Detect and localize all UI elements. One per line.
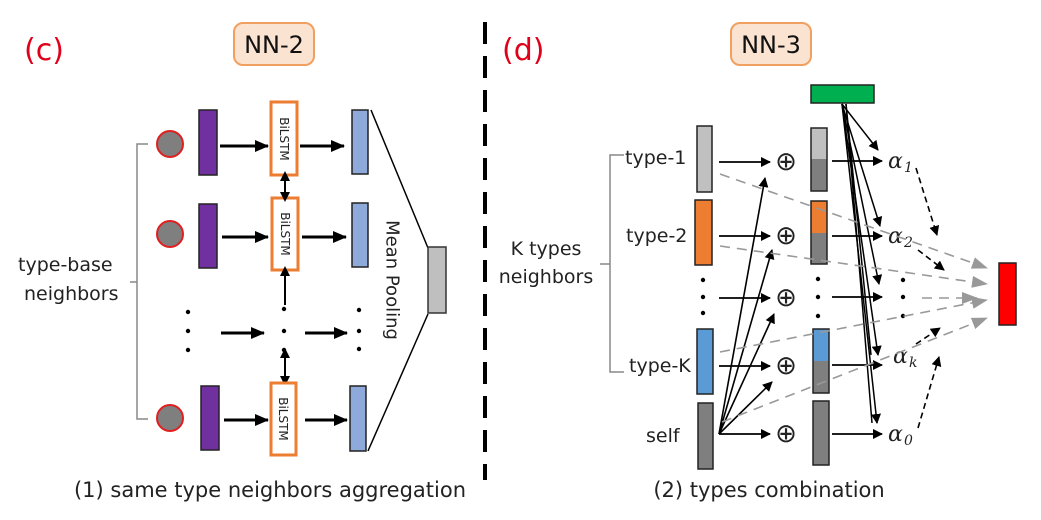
nn2-badge: NN-2 (233, 22, 315, 66)
alpha-symbol: α (888, 422, 903, 447)
type-k-embedding (696, 328, 714, 395)
alpha-subscript: k (909, 355, 917, 371)
input-ellipsis (700, 277, 706, 316)
panel-d-caption: (2) types combination (653, 478, 884, 502)
k-types-label-line2: neighbors (499, 266, 594, 288)
neighbor-row: BiLSTM (156, 100, 369, 177)
mean-pooling-label: Mean Pooling (382, 220, 403, 340)
weighted-sum-lines (719, 173, 988, 423)
neighbor-row: BiLSTM (156, 196, 369, 272)
bilstm-cell: BiLSTM (270, 196, 300, 272)
type-base-label-line2: neighbors (24, 283, 119, 305)
alpha-symbol: α (888, 224, 903, 249)
neighbor-output (351, 109, 369, 175)
pooling-line-bottom (367, 313, 429, 452)
alpha-symbol: α (888, 149, 903, 174)
alpha-ellipsis (900, 277, 906, 319)
bilstm-label: BiLSTM (278, 212, 292, 256)
neighbor-output (349, 385, 367, 452)
concat-ellipsis (815, 276, 821, 319)
query-fanout-arrows (841, 103, 883, 424)
neighbor-node (156, 404, 184, 432)
bilstm-cell: BiLSTM (269, 381, 298, 457)
plus-node: ⊕ (775, 147, 797, 177)
neighbor-embedding (198, 109, 218, 176)
type-1-embedding (696, 125, 713, 193)
type-2-embedding (694, 199, 713, 266)
panel-c-caption: (1) same type neighbors aggregation (74, 478, 466, 502)
alpha-weight-arrows (915, 167, 945, 429)
self-fanout-arrows (718, 177, 775, 435)
alpha-symbol: α (893, 344, 908, 369)
plus-node: ⊕ (775, 419, 797, 449)
panel-c-label: (c) (24, 33, 64, 68)
self-label: self (646, 425, 681, 447)
ellipsis-row (185, 306, 362, 353)
pooling-line-top (370, 109, 429, 249)
concat-vector-2 (810, 200, 828, 265)
alpha-2: α 2 (888, 224, 913, 251)
concat-vector-k (812, 328, 830, 394)
bilstm-cell: BiLSTM (269, 100, 299, 177)
type-2-label: type-2 (626, 225, 687, 247)
alpha-0: α 0 (888, 422, 913, 449)
nn2-badge-label: NN-2 (244, 31, 304, 59)
plus-node: ⊕ (775, 283, 797, 313)
neighbor-node (156, 130, 184, 158)
pooled-embedding (427, 246, 447, 314)
neighbor-output (351, 202, 369, 268)
plus-node: ⊕ (775, 351, 797, 381)
attention-query-vector (810, 84, 875, 104)
alpha-subscript: 2 (903, 235, 913, 251)
type-1-label: type-1 (625, 147, 686, 169)
bilstm-label: BiLSTM (277, 117, 291, 161)
nn3-badge: NN-3 (730, 22, 812, 66)
bilstm-label: BiLSTM (276, 397, 290, 441)
k-types-bracket (600, 154, 624, 373)
plus-node: ⊕ (775, 221, 797, 251)
panel-d-label: (d) (502, 33, 544, 68)
type-base-bracket (130, 143, 148, 420)
concat-vector-self (812, 400, 830, 466)
neighbor-embedding (200, 385, 220, 451)
neighbor-node (156, 220, 184, 248)
final-node-embedding (998, 262, 1017, 326)
nn3-badge-label: NN-3 (741, 31, 801, 59)
panel-d: (d) NN-3 K types neighbors type-1 type-2… (499, 22, 1017, 502)
neighbor-row: BiLSTM (156, 381, 367, 457)
type-base-label-line1: type-base (18, 254, 113, 276)
alpha-subscript: 0 (904, 433, 913, 449)
neighbor-embedding (198, 203, 218, 269)
self-embedding (697, 402, 714, 470)
plus-nodes: ⊕ ⊕ ⊕ ⊕ ⊕ (775, 147, 797, 449)
k-types-label-line1: K types (511, 238, 582, 260)
alpha-k: α k (893, 344, 917, 371)
panel-c: (c) NN-2 type-base neighbors BiLSTM (18, 22, 466, 502)
concat-vector-1 (810, 127, 828, 192)
type-k-label: type-K (629, 355, 691, 377)
alpha-1: α 1 (888, 149, 913, 176)
alpha-subscript: 1 (904, 160, 913, 176)
